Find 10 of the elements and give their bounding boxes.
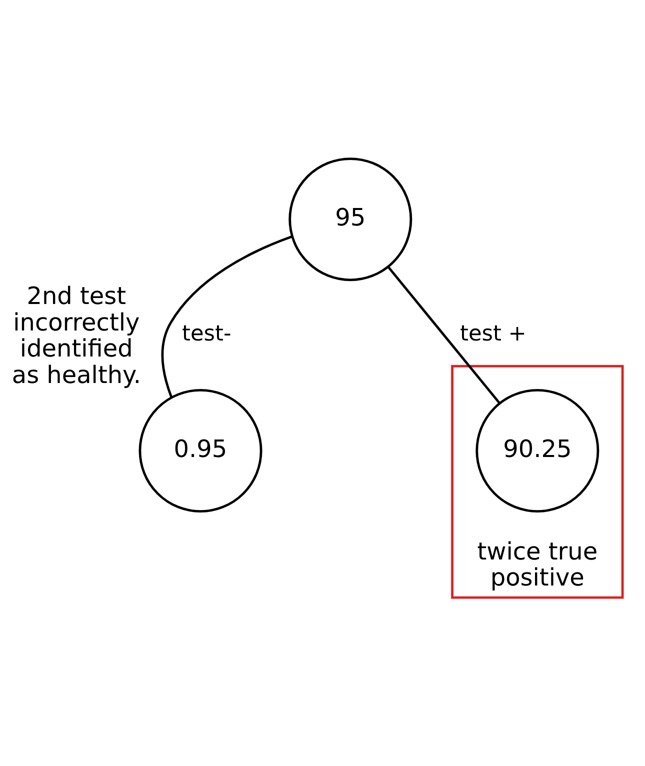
edge-label: test- <box>182 321 232 346</box>
node-circle: 90.25 <box>476 389 600 512</box>
node-circle: 95 <box>288 158 412 282</box>
node-circle: 0.95 <box>138 389 262 512</box>
cluster <box>451 365 624 599</box>
connector <box>387 266 501 404</box>
edge-label: test + <box>460 321 526 346</box>
node-label: twice true positive <box>477 537 598 592</box>
node-label: 2nd test incorrectly identified as healthy. <box>12 282 141 389</box>
connector <box>161 235 293 398</box>
